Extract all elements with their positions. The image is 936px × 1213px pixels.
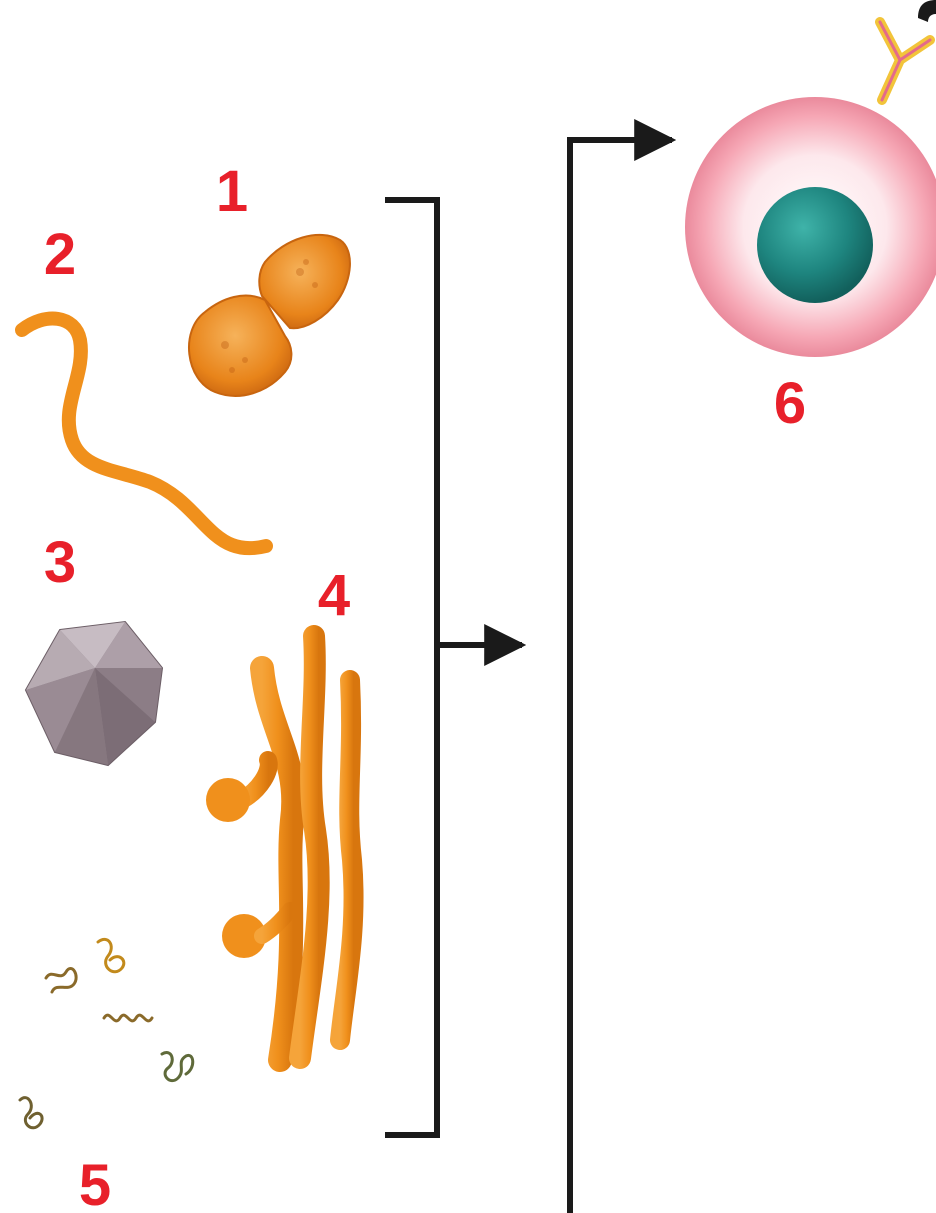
cropped-glyph [918,0,936,22]
label-6: 6 [774,371,806,436]
label-2: 2 [44,222,76,287]
fungal-hyphae-icon [206,636,354,1060]
grouping-bracket [385,200,437,1135]
label-5: 5 [79,1153,111,1213]
connector-lines [385,140,672,1213]
bacterium-dividing-icon [189,235,350,396]
label-3: 3 [44,530,76,595]
label-4: 4 [318,563,350,628]
label-1: 1 [216,159,248,224]
feedback-arrow [570,140,672,1213]
prion-fragments-icon [20,939,193,1127]
immune-cell-icon [685,22,936,357]
virus-icosahedron-icon [26,622,162,765]
